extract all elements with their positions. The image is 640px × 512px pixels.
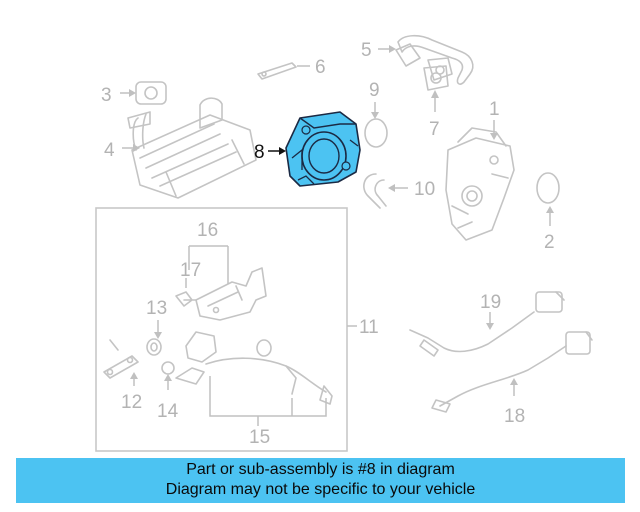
label-6: 6 — [315, 57, 326, 78]
leader-10-arrow — [388, 184, 395, 192]
info-banner: Part or sub-assembly is #8 in diagram Di… — [16, 458, 625, 503]
leader-4-arrow — [133, 144, 140, 152]
leader-19-arrow — [486, 323, 494, 330]
label-14: 14 — [157, 401, 179, 422]
label-13: 13 — [146, 298, 167, 319]
part-7-gasket[interactable] — [423, 65, 449, 91]
leader-7-arrow — [431, 90, 439, 98]
part-1-egr-valve[interactable] — [445, 127, 515, 241]
label-12: 12 — [121, 392, 142, 413]
part-14-nut[interactable] — [161, 361, 175, 375]
label-10: 10 — [414, 179, 435, 200]
part-6-bracket[interactable] — [257, 62, 297, 80]
leader-13-arrow — [154, 332, 162, 339]
part-15-harness[interactable] — [175, 331, 333, 405]
part-3-gasket[interactable] — [135, 81, 167, 105]
leader-1-arrow — [490, 133, 498, 140]
leader-14-arrow — [164, 374, 172, 381]
label-4: 4 — [104, 140, 115, 161]
leader-16 — [188, 245, 229, 284]
banner-line-2: Diagram may not be specific to your vehi… — [165, 481, 476, 498]
leader-18-arrow — [510, 378, 518, 385]
part-9-o-ring[interactable] — [364, 118, 388, 148]
part-19-sensor[interactable] — [409, 291, 565, 357]
leader-9-arrow — [371, 112, 379, 119]
part-4-egr-cooler[interactable] — [127, 97, 257, 199]
label-7: 7 — [429, 119, 440, 140]
part-16-bracket[interactable] — [195, 267, 267, 321]
subassembly-box-11 — [95, 207, 348, 452]
part-5-pipe[interactable] — [395, 34, 474, 85]
label-8: 8 — [254, 142, 265, 163]
label-17: 17 — [180, 260, 201, 281]
leader-8-arrow — [279, 147, 286, 155]
label-1: 1 — [489, 99, 500, 120]
label-15: 15 — [249, 427, 270, 448]
banner-line-1: Part or sub-assembly is #8 in diagram — [186, 461, 455, 478]
label-18: 18 — [504, 406, 525, 427]
part-2-gasket[interactable] — [536, 172, 560, 204]
label-3: 3 — [101, 85, 112, 106]
part-8-throttle-body[interactable] — [285, 111, 361, 187]
leader-2-arrow — [546, 206, 554, 213]
label-19: 19 — [480, 292, 501, 313]
part-18-sensor[interactable] — [431, 331, 593, 413]
label-11: 11 — [359, 317, 379, 338]
part-17-bolt[interactable] — [175, 291, 197, 307]
label-2: 2 — [544, 232, 555, 253]
part-10-clip[interactable] — [363, 173, 387, 209]
leader-5-arrow — [389, 45, 396, 53]
leader-12-arrow — [130, 372, 138, 379]
part-12-bracket[interactable] — [103, 339, 139, 379]
leader-15 — [209, 376, 327, 417]
part-13-grommet[interactable] — [146, 338, 162, 356]
label-9: 9 — [369, 80, 380, 101]
label-16: 16 — [197, 220, 218, 241]
leader-3-arrow — [129, 89, 136, 97]
label-5: 5 — [361, 40, 372, 61]
